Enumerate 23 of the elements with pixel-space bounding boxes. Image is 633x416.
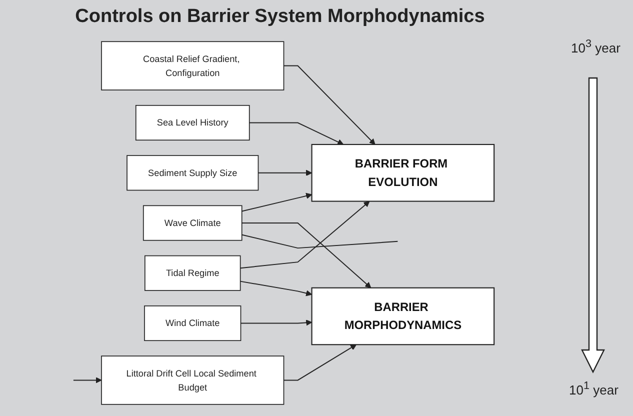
arrow — [240, 320, 312, 326]
arrow — [283, 344, 357, 381]
arrow — [240, 201, 370, 269]
diagram-title: Controls on Barrier System Morphodynamics — [74, 6, 486, 28]
arrow — [283, 65, 376, 145]
connector — [241, 234, 398, 249]
time-scale-label: 10$^{3}$ year — [571, 38, 620, 56]
node-box: Wave Climate — [142, 205, 242, 241]
arrow — [241, 222, 372, 288]
node-box: Sea Level History — [135, 104, 250, 141]
arrow — [258, 170, 312, 176]
node-box: BARRIER FORM EVOLUTION — [311, 144, 495, 202]
node-box: Tidal Regime — [144, 255, 241, 291]
node-box: BARRIER MORPHODYNAMICS — [311, 287, 495, 346]
node-box: Wind Climate — [144, 305, 242, 342]
arrow — [248, 122, 344, 145]
node-box: Sediment Supply Size — [126, 155, 259, 191]
arrow — [240, 280, 312, 296]
node-box: Littoral Drift Cell Local Sediment Budget — [101, 356, 284, 405]
node-box: Coastal Relief Gradient, Configuration — [101, 41, 284, 90]
time-scale-label: 10$^{1}$ year — [569, 380, 618, 398]
arrow — [241, 192, 312, 212]
arrow — [72, 377, 102, 384]
